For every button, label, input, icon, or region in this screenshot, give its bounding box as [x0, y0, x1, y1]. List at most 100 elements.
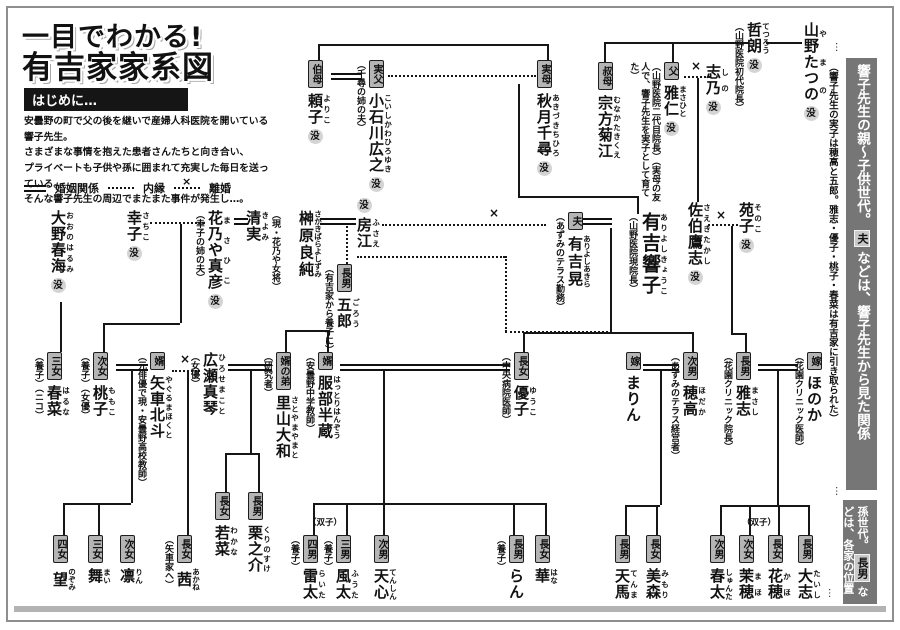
- relationship-line-solid: [313, 503, 545, 505]
- person-name: 幸子さちこ: [125, 210, 151, 242]
- relationship-line-solid: [656, 505, 658, 535]
- person-yuko: 長女優子ゆうこ（中央病院医師）: [499, 352, 538, 532]
- role-label: 実母: [537, 60, 552, 88]
- relationship-line-dotted: [684, 76, 710, 78]
- relationship-line-solid: [720, 505, 808, 507]
- person-marin: 嫁まりん: [624, 352, 643, 522]
- person-main-column: 哲朗てつろう没: [745, 22, 771, 192]
- intro-line: そんな響子先生の周辺でまたまた事件が発生し…。: [24, 194, 250, 206]
- relationship-line-dotted: [150, 222, 205, 224]
- person-name: 優子ゆうこ: [512, 385, 538, 417]
- person-momoko: 次女桃子ももこ（養子）（女優）: [78, 352, 117, 532]
- role-label: 父: [664, 62, 679, 80]
- person-main-column: 夫有吉晃ありよしあきら: [566, 212, 592, 372]
- person-main-column: 次男穂高ほだか: [681, 352, 707, 552]
- person-masahito: 父雅仁まさひと没（山野医院二代目院長）（実母の友人で、響子先生を実子として育てた…: [628, 62, 688, 202]
- relationship-line-solid: [731, 226, 733, 333]
- person-name: 秋月千尋あきづきちひろ: [535, 93, 561, 157]
- person-hattori-hanzo: 婿服部半蔵はっとりはんぞう（安曇野中学教師）: [303, 352, 342, 562]
- person-satoyama-yamato: 婿の弟里山大和さとやまやまと（研究者）: [261, 352, 300, 552]
- person-main-column: 次男春太しゅんた: [708, 535, 734, 630]
- person-name: 頼子よりこ: [306, 93, 332, 125]
- person-main-column: 次女茉穂まほ: [737, 535, 763, 630]
- person-name: 有吉響子ありよしきょうこ: [639, 212, 669, 296]
- relationship-line-solid: [523, 332, 692, 334]
- role-label: 婿の弟: [276, 352, 291, 390]
- person-main-column: 清実きよみ: [244, 210, 270, 380]
- person-note: （花園クリニック医師）: [793, 352, 803, 451]
- person-name: ほのか: [805, 375, 823, 423]
- relationship-line-solid: [60, 302, 62, 352]
- deceased-badge: 没: [207, 294, 223, 309]
- role-label: 長女: [514, 352, 529, 380]
- sidebar-paren-note: （響子先生の実子は穂高と五郎。雅志・優子・桃子・春菜は有吉家に引き取られた）: [826, 62, 838, 423]
- person-main-column: 父雅仁まさひと没: [662, 62, 688, 202]
- leader-dots: …: [826, 588, 837, 596]
- deceased-badge: 没: [356, 198, 372, 213]
- person-name: 佐伯鷹志さえきたかし: [686, 202, 712, 266]
- person-name: 雷太らいた: [301, 568, 327, 600]
- person-name: 穂高ほだか: [681, 385, 707, 417]
- relationship-line-solid: [523, 332, 525, 352]
- relationship-line-dotted: [505, 256, 507, 332]
- relationship-line-solid: [180, 224, 182, 323]
- relationship-line-solid: [98, 503, 100, 535]
- person-wakana: 長女若菜わかな: [213, 492, 239, 630]
- person-munakata-kikue: 叔母宗方菊江むなかたきくえ: [596, 62, 622, 232]
- sidebar1-text-pre: 響子先生の親〜子供世代。: [854, 64, 870, 226]
- relationship-line-marriage: [234, 218, 248, 225]
- relationship-line-solid: [187, 372, 189, 535]
- person-main-column: 佐伯鷹志さえきたかし没: [686, 202, 712, 372]
- person-goro: 長男五郎ごろう（有吉家から養子に）: [322, 264, 361, 404]
- deceased-badge: 没: [307, 129, 323, 144]
- role-label: 長女: [768, 535, 783, 563]
- person-yaguruma-hokuto: 婿矢車北斗やぐるまほくと（元俳優で現・安曇野高校教師）: [135, 352, 174, 587]
- person-name: 房江ふさえ: [355, 217, 381, 249]
- relationship-line-marriage: [758, 364, 798, 371]
- sidebar2-text-post: などは、各家の位置づけ: [829, 506, 869, 597]
- relationship-line-solid: [225, 453, 227, 492]
- relationship-line-solid: [720, 505, 722, 535]
- person-name: 大志たいし: [796, 568, 822, 600]
- person-futa: 三男風太ふうた（養子）: [321, 535, 360, 625]
- person-name: 有吉晃ありよしあきら: [566, 235, 592, 288]
- relationship-line-solid: [318, 44, 320, 60]
- person-main-column: 次女桃子ももこ: [91, 352, 117, 532]
- role-label: 長男: [615, 535, 630, 563]
- person-main-column: 長男五郎ごろう: [335, 264, 361, 404]
- role-label: 四女: [53, 535, 68, 563]
- person-main-column: 長男天馬てんま: [613, 535, 639, 630]
- person-note: （山野医院現院長）: [627, 212, 638, 293]
- person-name: 苑子そのこ: [737, 202, 763, 234]
- person-main-column: 三女舞まい: [86, 535, 112, 630]
- role-label: 長男: [509, 535, 524, 563]
- person-mai: 三女舞まい: [86, 535, 112, 630]
- person-name: まりん: [624, 375, 642, 423]
- person-main-column: 次女凛りん: [118, 535, 144, 630]
- person-main-column: 志乃しの没: [704, 64, 730, 234]
- person-note: （中央病院医師）: [500, 352, 510, 424]
- person-name: 里山大和さとやまやまと: [274, 395, 300, 459]
- relationship-line-solid: [318, 44, 547, 46]
- deceased-badge: 没: [126, 246, 142, 261]
- role-label: 実父: [369, 60, 384, 88]
- relationship-line-solid: [63, 503, 65, 535]
- person-name: 大野春海おおのはるみ: [49, 210, 75, 274]
- person-name: 宗方菊江むなかたきくえ: [596, 95, 622, 159]
- relationship-line-solid: [285, 330, 287, 352]
- person-name: 小石川広之こいしかわひろゆき: [367, 93, 393, 173]
- role-label: 婿: [150, 352, 165, 370]
- intro-line: 安曇野の町で父の後を継いで産婦人科医院を開いている響子先生。: [24, 116, 269, 143]
- deceased-badge: 没: [738, 238, 754, 253]
- person-sachiko: 幸子さちこ没: [125, 210, 151, 380]
- role-label: 嫁: [626, 352, 641, 370]
- title-line-2: 有吉家家系図: [22, 50, 214, 87]
- person-name: 舞まい: [86, 568, 112, 584]
- relationship-line-marriage: [320, 218, 356, 225]
- person-sakakibara-yoshizumi: 榊原良純さかきばらよしずみ: [297, 210, 323, 380]
- relationship-line-dotted: [346, 226, 348, 264]
- person-main-column: 広瀬真琴ひろせまこと: [201, 352, 227, 532]
- role-label: 夫: [568, 212, 583, 230]
- relationship-line-solid: [625, 505, 627, 535]
